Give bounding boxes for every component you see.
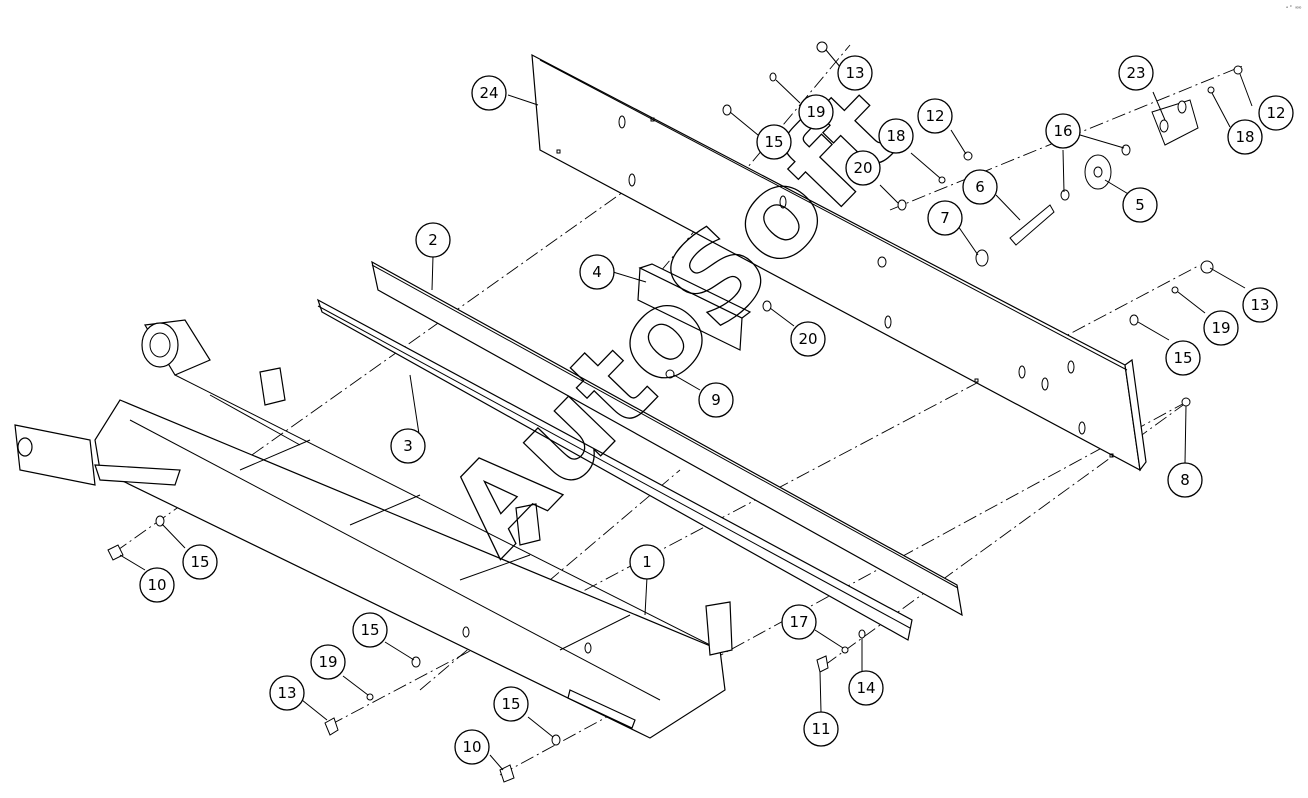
callout-10b: 10 [454,729,490,765]
callout-9: 9 [698,382,734,418]
callout-label: 14 [856,679,875,697]
part-4-bracket [637,263,752,351]
part-24-panel [531,53,1147,472]
callout-label: 12 [925,107,944,125]
callout-label: 3 [403,437,413,455]
callout-15d: 15 [352,612,388,648]
callout-13c: 13 [269,675,305,711]
callout-18b: 18 [1227,119,1263,155]
callout-8: 8 [1167,462,1203,498]
callout-label: 4 [592,263,602,281]
callout-15c: 15 [182,544,218,580]
callout-5: 5 [1122,187,1158,223]
callout-3: 3 [390,428,426,464]
callout-label: 13 [277,684,296,702]
callout-15b: 15 [1165,340,1201,376]
callout-label: 18 [1235,128,1254,146]
callout-label: 16 [1053,122,1072,140]
callout-23: 23 [1118,55,1154,91]
part-2-plate [371,260,963,617]
corner-mark: ⚬° ∞∞ [1285,5,1301,11]
callout-20b: 20 [790,321,826,357]
callout-label: 10 [462,738,481,756]
callout-label: 19 [1211,319,1230,337]
part-1-frame [14,319,733,739]
callout-label: 7 [940,209,950,227]
callout-14: 14 [848,670,884,706]
callout-label: 15 [360,621,379,639]
callout-label: 2 [428,231,438,249]
callout-label: 18 [886,127,905,145]
callout-15: 15 [756,124,792,160]
callout-label: 15 [764,133,783,151]
callout-label: 5 [1135,196,1145,214]
hardware-parts [107,41,1243,783]
callout-label: 19 [318,653,337,671]
callout-19: 19 [798,94,834,130]
callout-24: 24 [471,75,507,111]
callout-19c: 19 [310,644,346,680]
callout-13: 13 [837,55,873,91]
callout-12b: 12 [1258,95,1294,131]
callout-18: 18 [878,118,914,154]
callout-11: 11 [803,711,839,747]
callout-1: 1 [629,544,665,580]
callout-label: 24 [479,84,498,102]
callout-2: 2 [415,222,451,258]
callout-19b: 19 [1203,310,1239,346]
callout-label: 13 [1250,296,1269,314]
callout-label: 10 [147,576,166,594]
callout-20: 20 [845,150,881,186]
callout-label: 15 [190,553,209,571]
callout-7: 7 [927,200,963,236]
callout-6: 6 [962,169,998,205]
callout-label: 6 [975,178,985,196]
callout-10: 10 [139,567,175,603]
callout-12: 12 [917,98,953,134]
callout-label: 23 [1126,64,1145,82]
callout-label: 15 [501,695,520,713]
callout-label: 11 [811,720,830,738]
callout-label: 9 [711,391,721,409]
callout-label: 20 [798,330,817,348]
callout-label: 20 [853,159,872,177]
callout-label: 13 [845,64,864,82]
callout-4: 4 [579,254,615,290]
callout-label: 15 [1173,349,1192,367]
callout-17: 17 [781,604,817,640]
callout-label: 8 [1180,471,1190,489]
callout-label: 19 [806,103,825,121]
leader-lines [119,49,1253,771]
callout-label: 1 [642,553,652,571]
callout-label: 17 [789,613,808,631]
callout-15e: 15 [493,686,529,722]
callout-16: 16 [1045,113,1081,149]
callout-13b: 13 [1242,287,1278,323]
part-3-angle-rail [316,298,913,641]
callout-label: 12 [1266,104,1285,122]
